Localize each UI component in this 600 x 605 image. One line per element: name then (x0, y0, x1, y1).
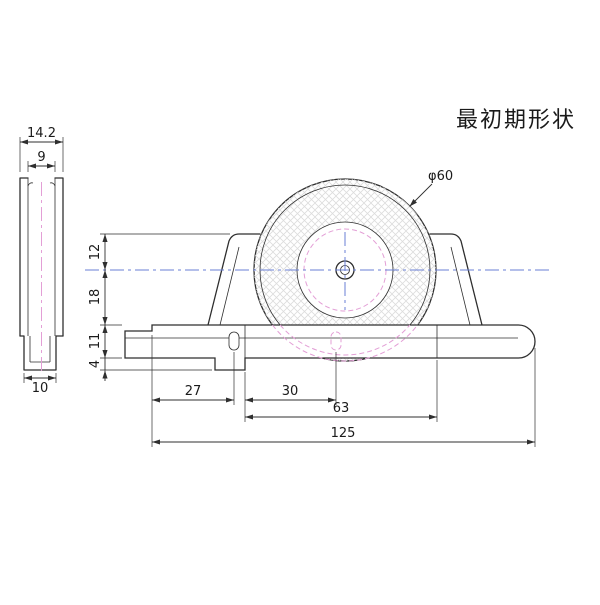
front-view: φ60 (85, 169, 550, 371)
side-foot-inner (29, 336, 51, 363)
side-view (19, 177, 64, 372)
dim-63-label: 63 (333, 401, 350, 416)
dim-diameter-label: φ60 (428, 169, 453, 184)
dim-30-label: 30 (282, 384, 299, 399)
vertical-dimensions: 12 18 11 4 (88, 233, 230, 381)
dim-9-label: 9 (37, 150, 45, 165)
horizontal-extension-lines (151, 335, 536, 447)
dim-11-label: 11 (88, 333, 103, 350)
side-view-dimensions: 14.2 9 10 (19, 126, 64, 396)
screw-slot-hidden (330, 331, 342, 351)
bracket-outline (207, 233, 483, 326)
diameter-leader-line (409, 183, 433, 207)
dim-14-2-label: 14.2 (27, 126, 56, 141)
dim-10-label: 10 (32, 381, 49, 396)
side-profile-inner (27, 178, 56, 336)
horizontal-dimensions: 27 30 63 125 (151, 335, 536, 447)
dim-18-label: 18 (88, 289, 103, 306)
dim-4-label: 4 (88, 360, 103, 368)
dim-27-label: 27 (185, 384, 202, 399)
wheel-hidden-arc-tread (279, 324, 411, 356)
screw-slot (228, 331, 240, 351)
dim-125-label: 125 (331, 426, 356, 441)
plate-cutout-seams (244, 325, 438, 358)
drawing-title: 最初期形状 (456, 108, 576, 133)
side-profile-top-arcs (27, 182, 56, 187)
wheel-hatch (254, 179, 436, 361)
side-foot-outer (19, 335, 64, 371)
side-profile-outer (19, 177, 64, 337)
vertical-extension-lines (100, 233, 230, 371)
wheel-hidden-arc-outer (272, 324, 418, 362)
base-plate (124, 324, 536, 371)
dim-12-label: 12 (88, 244, 103, 261)
bracket-inner-edges (219, 246, 471, 326)
